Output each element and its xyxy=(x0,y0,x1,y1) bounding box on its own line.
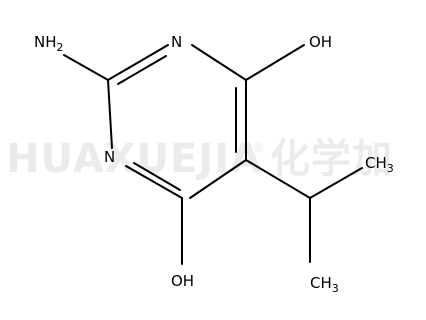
label-ch3-upper-main: CH xyxy=(365,154,387,172)
label-n3: N xyxy=(104,148,115,166)
label-ch3-lower-sub: 3 xyxy=(332,282,339,295)
label-ch3-upper: CH3 xyxy=(365,154,394,175)
label-oh-top: OH xyxy=(309,33,332,51)
label-ch3-upper-sub: 3 xyxy=(387,162,394,175)
bond-c6-oh xyxy=(245,44,305,81)
bond-c4-n3 xyxy=(125,165,183,199)
label-ch3-lower: CH3 xyxy=(310,274,339,295)
bond-c4-n3-inner xyxy=(133,162,181,191)
label-nh2: NH2 xyxy=(34,33,64,54)
label-n1: N xyxy=(171,33,182,51)
watermark-chinese: 化学加 xyxy=(270,136,393,182)
bond-c2-nh2 xyxy=(63,54,109,81)
bond-n1-c6 xyxy=(191,44,247,81)
bond-ch-ch3-upper xyxy=(309,167,363,199)
bond-c2-n1-inner xyxy=(117,55,167,85)
watermark-registered-mark: ® xyxy=(252,141,265,156)
label-nh2-sub: 2 xyxy=(57,41,64,54)
watermark-brand: HUAXUEJIA xyxy=(6,136,262,182)
label-ch3-lower-main: CH xyxy=(310,274,332,292)
label-nh2-main: NH xyxy=(34,33,57,51)
bond-c5-c4 xyxy=(189,159,247,199)
bond-c2-n1 xyxy=(107,44,169,81)
bond-n3-c2 xyxy=(107,79,113,149)
label-oh-bottom: OH xyxy=(171,272,194,290)
bond-c5-ch xyxy=(245,159,311,199)
